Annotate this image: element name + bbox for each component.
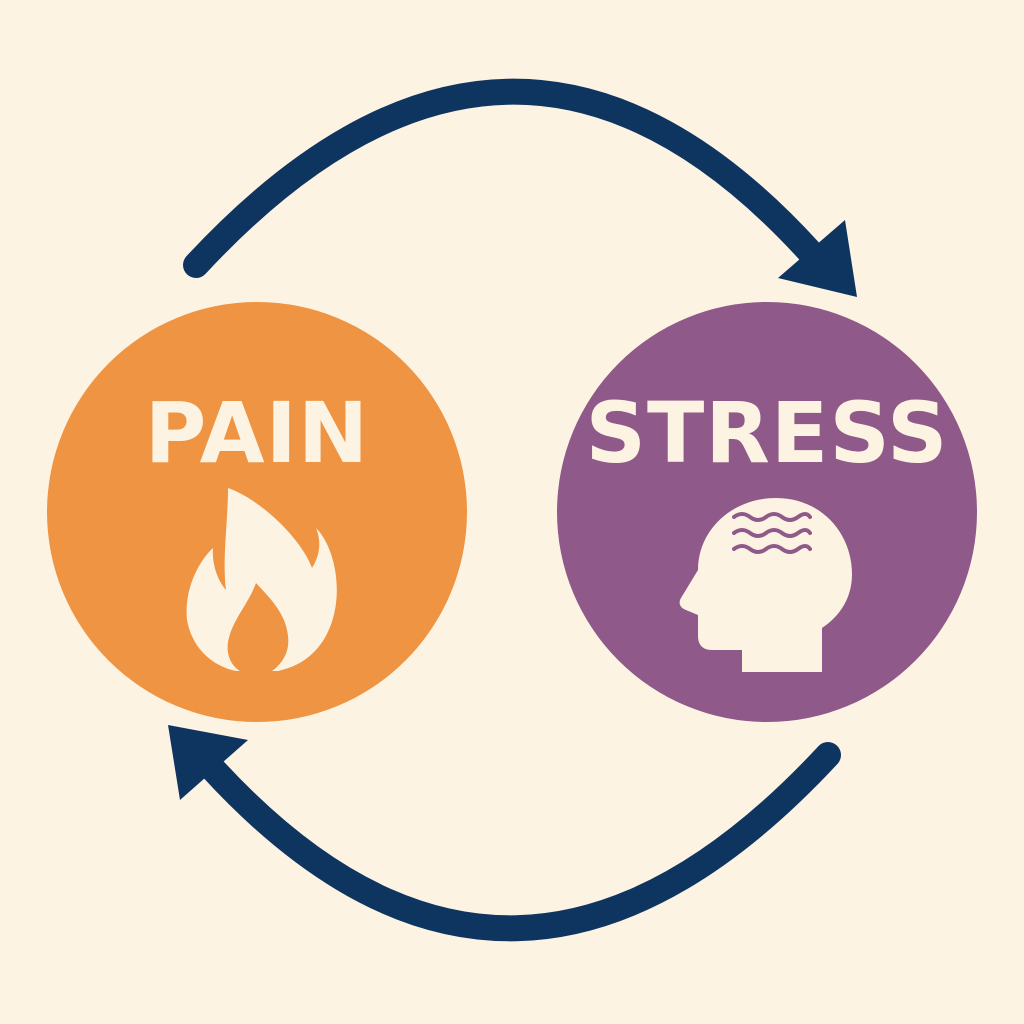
fire-icon	[186, 488, 337, 671]
arrow-top-head	[778, 220, 857, 297]
stress-waves	[732, 512, 812, 554]
arrow-bottom-head	[168, 725, 248, 800]
arrow-top-curve	[183, 78, 823, 278]
node-stress: STRESS	[557, 302, 977, 722]
head-waves-icon	[679, 498, 852, 672]
arrow-pain-to-stress	[183, 78, 857, 297]
head-silhouette	[679, 498, 852, 672]
arrow-stress-to-pain	[168, 725, 841, 942]
pain-label: PAIN	[145, 384, 369, 482]
stress-label: STRESS	[585, 384, 948, 482]
node-pain: PAIN	[47, 302, 467, 722]
arrow-bottom-curve	[199, 742, 841, 942]
